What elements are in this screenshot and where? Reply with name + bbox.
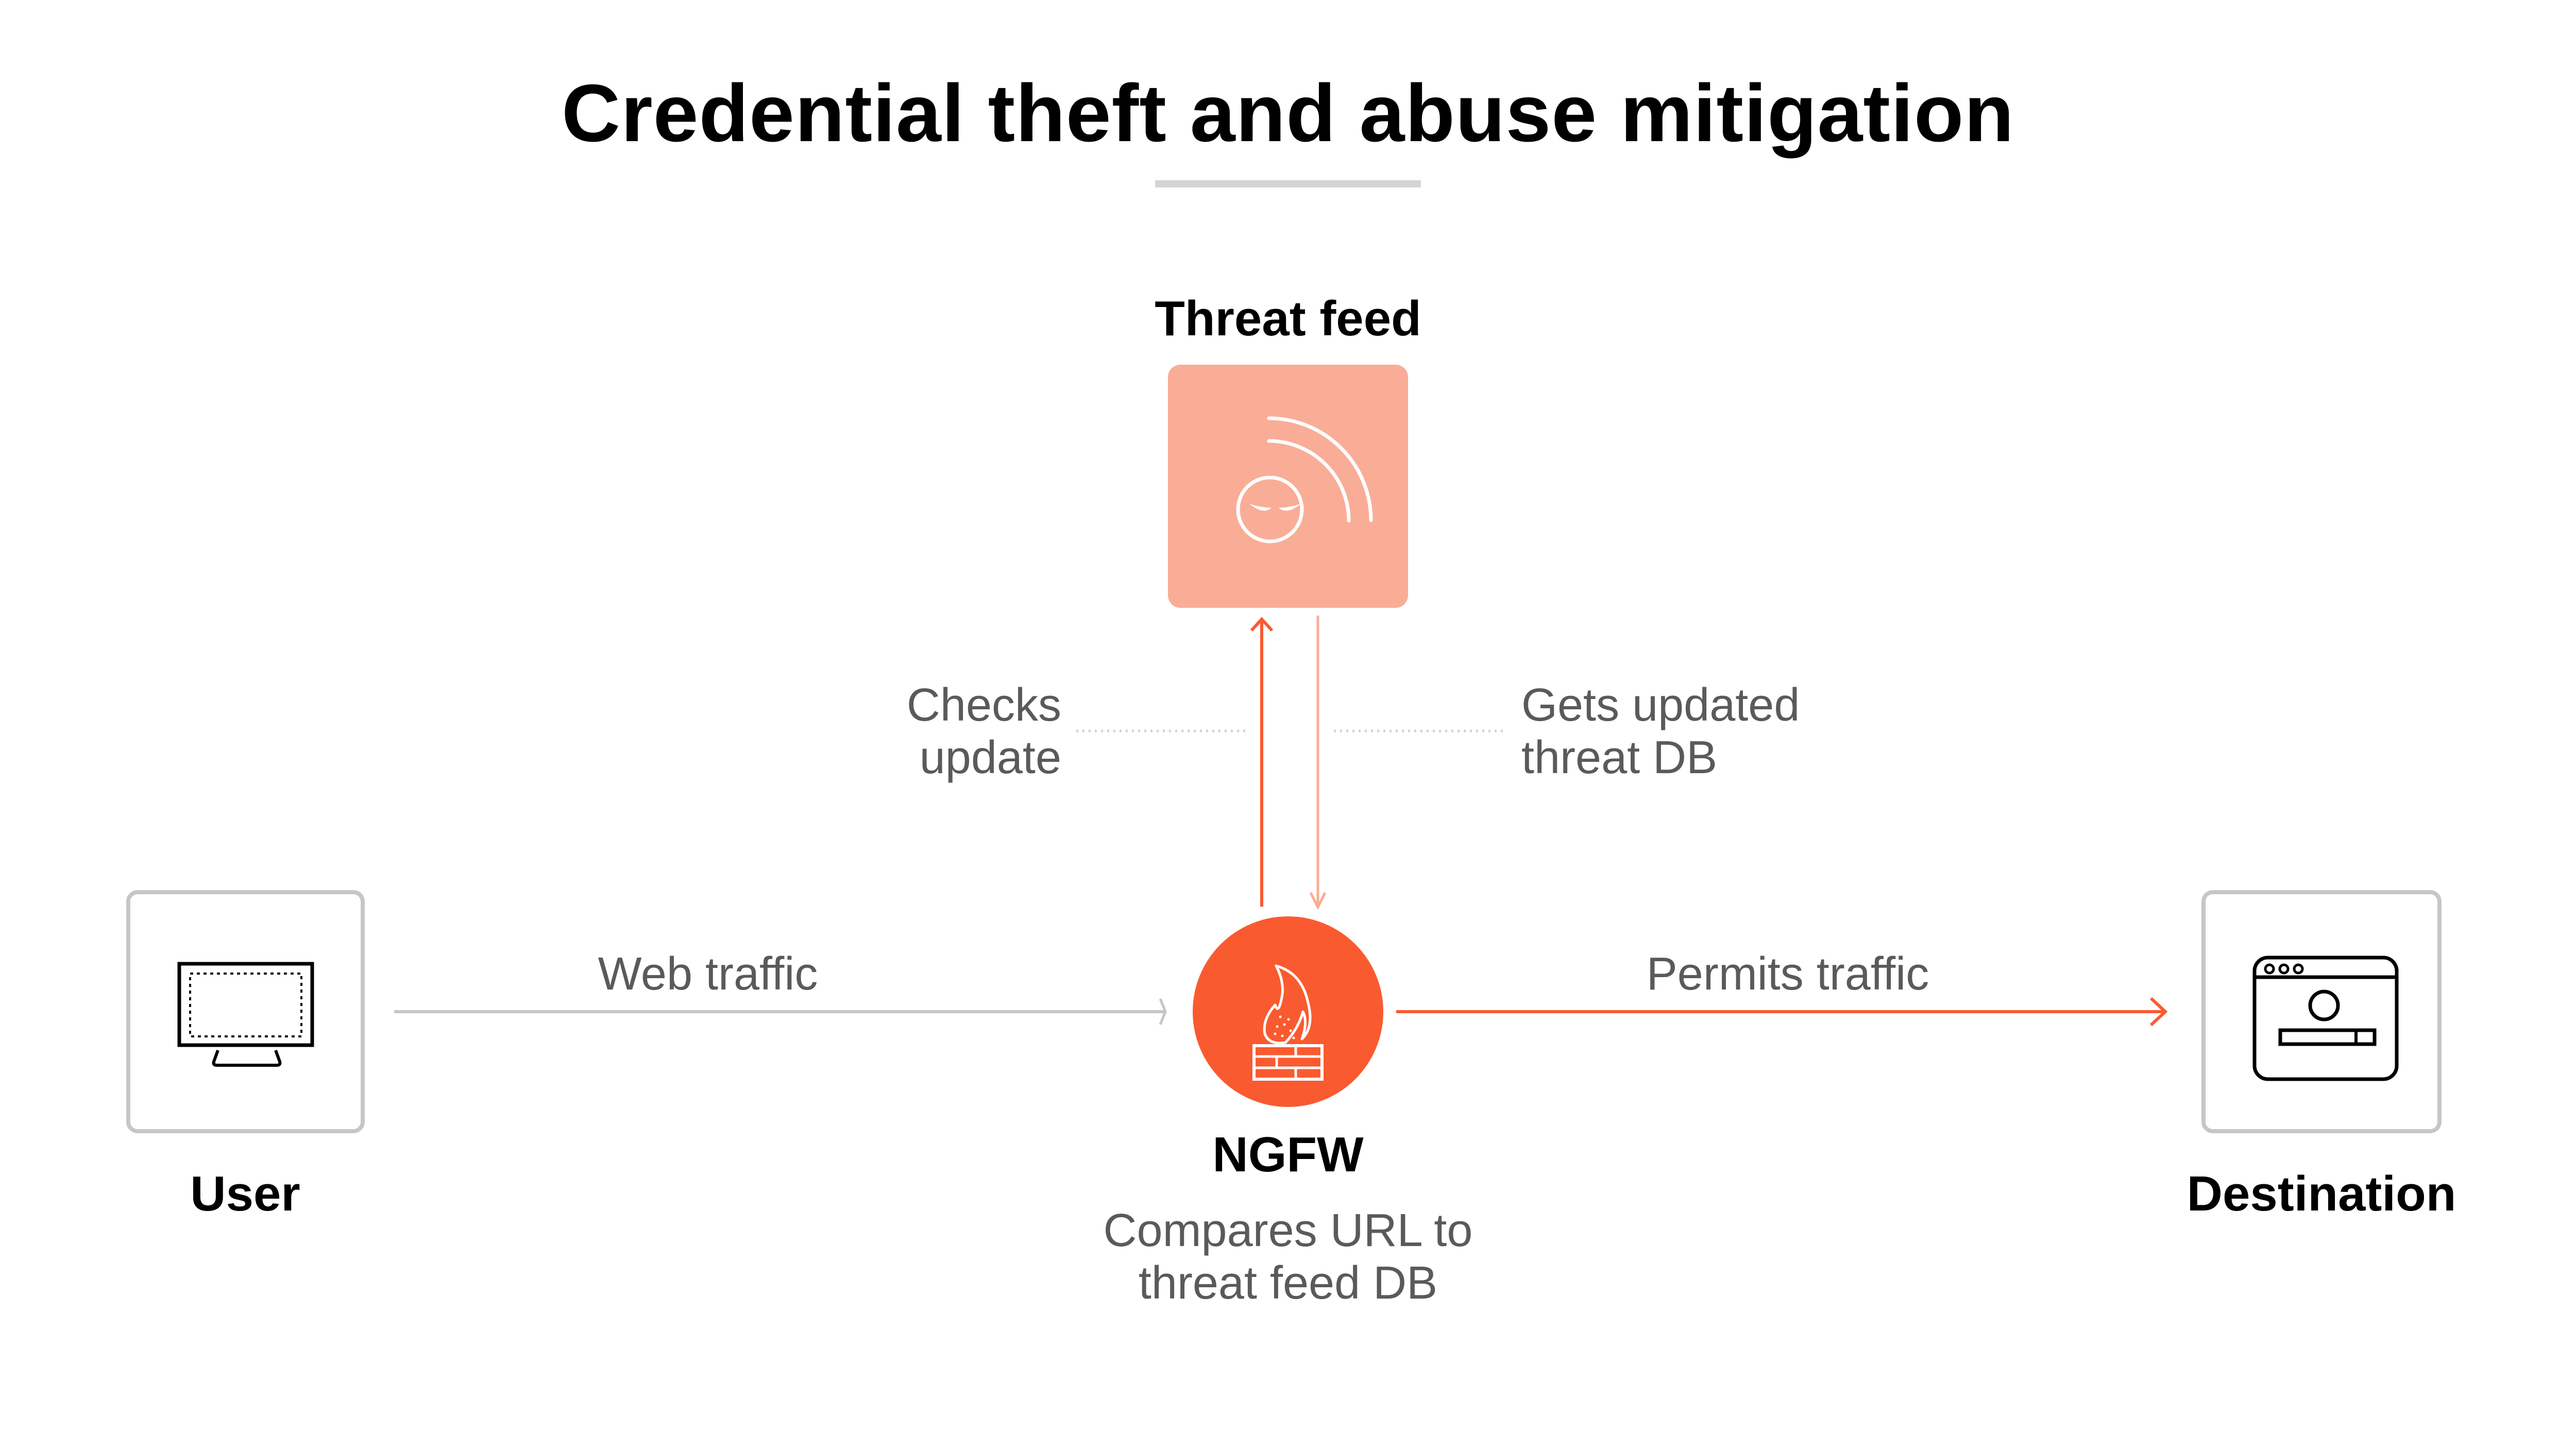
threat-feed-icon xyxy=(1236,416,1373,543)
web-traffic-arrow xyxy=(394,998,1167,1025)
gets-updated-arrow xyxy=(1309,616,1327,910)
checks-update-line1: Checks xyxy=(906,679,1061,731)
gets-updated-line2: threat DB xyxy=(1521,732,1718,783)
web-traffic-label: Web traffic xyxy=(598,948,818,1000)
ngfw-description: Compares URL to threat feed DB xyxy=(1030,1204,1546,1309)
ngfw-node[interactable] xyxy=(1193,916,1383,1107)
permits-traffic-arrow xyxy=(1396,997,2168,1027)
destination-label: Destination xyxy=(2187,1166,2456,1221)
ngfw-label: NGFW xyxy=(1212,1127,1364,1182)
title-divider xyxy=(1155,180,1421,187)
ngfw-description-line1: Compares URL to xyxy=(1103,1205,1473,1256)
monitor-icon xyxy=(177,962,314,1067)
gets-updated-label: Gets updated threat DB xyxy=(1521,679,1934,784)
checks-update-label: Checks update xyxy=(799,679,1061,784)
destination-node[interactable] xyxy=(2201,890,2442,1133)
threat-feed-node[interactable] xyxy=(1168,365,1408,608)
browser-window-icon xyxy=(2252,956,2399,1081)
page-title: Credential theft and abuse mitigation xyxy=(562,68,2014,159)
user-label: User xyxy=(190,1166,300,1221)
gets-updated-line1: Gets updated xyxy=(1521,679,1800,731)
threat-feed-label: Threat feed xyxy=(1155,291,1421,346)
gets-updated-leader xyxy=(1334,729,1506,732)
user-node[interactable] xyxy=(126,890,365,1133)
checks-update-arrow xyxy=(1250,617,1274,907)
firewall-icon xyxy=(1252,964,1324,1081)
permits-traffic-label: Permits traffic xyxy=(1646,948,1929,1000)
checks-update-leader xyxy=(1076,729,1249,732)
ngfw-description-line2: threat feed DB xyxy=(1138,1257,1438,1309)
checks-update-line2: update xyxy=(919,732,1061,783)
